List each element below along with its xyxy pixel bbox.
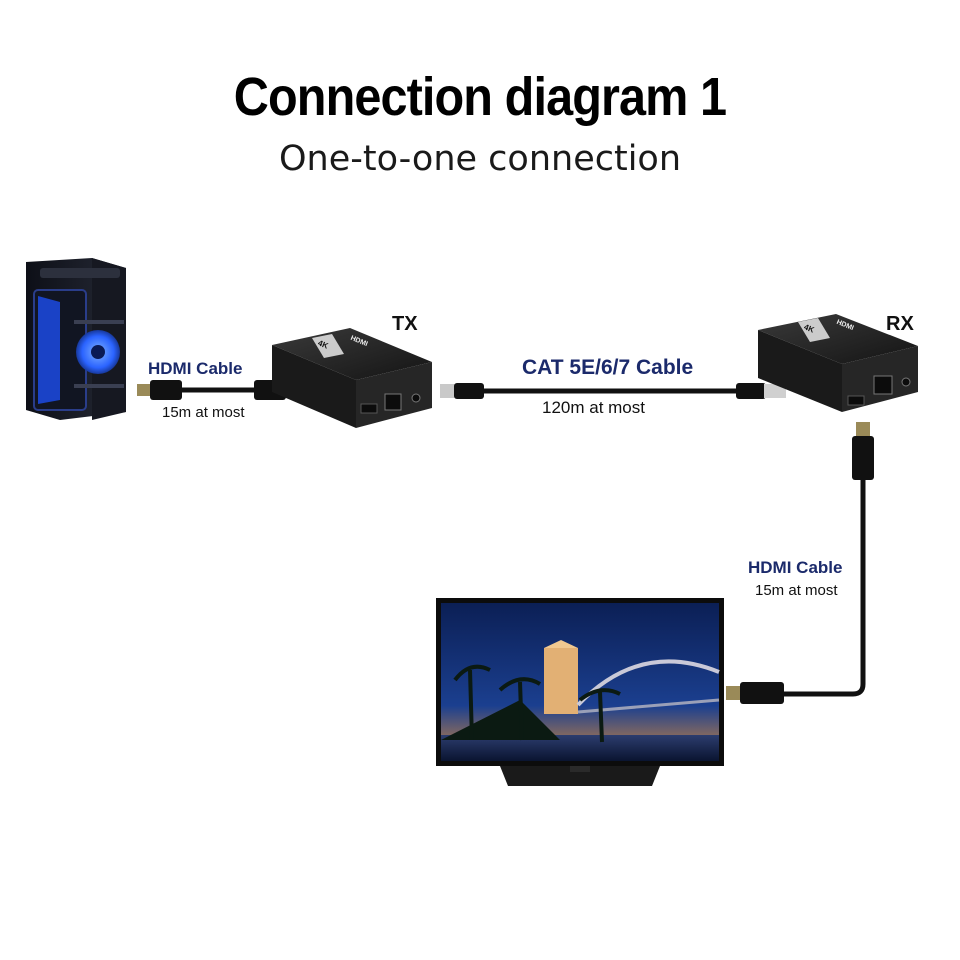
rx-receiver-device: [758, 314, 918, 412]
diagram-subtitle: One-to-one connection: [278, 139, 682, 179]
diagram-title: Connection diagram 1: [233, 67, 727, 127]
rx-label: RX: [886, 313, 914, 335]
cat-cable-name: CAT 5E/6/7 Cable: [522, 356, 694, 379]
right-cable-length: 15m at most: [755, 582, 838, 599]
tx-label: TX: [392, 313, 418, 335]
right-cable-name: HDMI Cable: [748, 558, 843, 577]
cat-cable: [440, 383, 786, 399]
hdmi-cable-right: [726, 422, 874, 704]
pc-tower-image: [26, 258, 126, 420]
left-cable-name: HDMI Cable: [148, 359, 243, 378]
left-cable-length: 15m at most: [162, 404, 245, 421]
tv-display-image: [436, 598, 724, 786]
tx-transmitter-device: [272, 328, 432, 428]
cat-cable-length: 120m at most: [542, 398, 645, 417]
